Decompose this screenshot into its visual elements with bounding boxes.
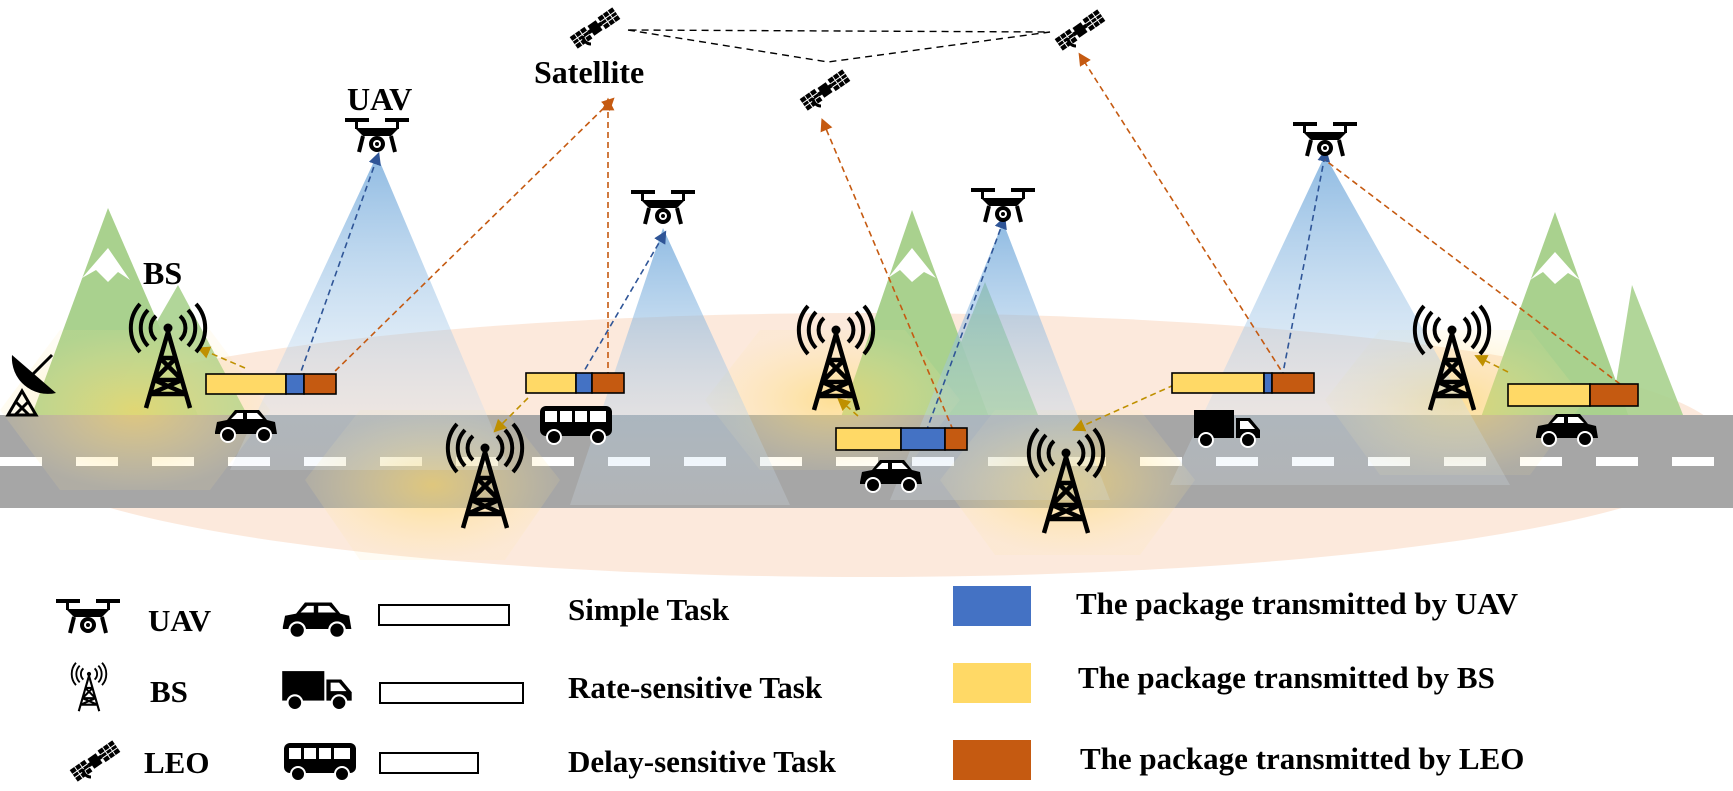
leo-package-swatch: [953, 740, 1031, 780]
legend-delay-sensitive-task: Delay-sensitive Task: [568, 744, 836, 779]
delay-sensitive-task-box: [379, 752, 479, 774]
bs-package-swatch: [953, 663, 1031, 703]
legend-uav-label: UAV: [148, 603, 212, 638]
uav-icon: [629, 188, 697, 226]
uav-label: UAV: [347, 81, 412, 117]
task-package: [835, 427, 968, 451]
legend-bs-package: The package transmitted by BS: [1078, 660, 1495, 695]
uav-icon: [54, 597, 122, 635]
satellite-icon: [68, 738, 122, 784]
satellite-label: Satellite: [534, 54, 644, 90]
satellite-icon: [1053, 7, 1107, 53]
truck-icon: [281, 670, 353, 712]
legend-rate-sensitive-task: Rate-sensitive Task: [568, 670, 823, 705]
bs-label: BS: [143, 255, 182, 291]
satellite-links: [627, 29, 1051, 63]
satellite-icon: [568, 5, 622, 51]
task-package: [1171, 372, 1315, 394]
legend-leo-package: The package transmitted by LEO: [1080, 741, 1525, 776]
simple-task-box: [378, 604, 510, 626]
uav-icon: [343, 116, 411, 154]
task-package: [205, 373, 337, 395]
uav-package-swatch: [953, 586, 1031, 626]
bs-links: [197, 346, 1509, 433]
rate-sensitive-task-box: [379, 682, 524, 704]
car-icon: [281, 601, 353, 639]
snow-caps: [82, 248, 1580, 284]
task-package: [525, 372, 625, 394]
bus-icon: [283, 742, 357, 782]
uav-icon: [969, 186, 1037, 224]
leo-links: [327, 52, 1621, 431]
legend-uav-package: The package transmitted by UAV: [1076, 586, 1519, 621]
bs-icon: [70, 661, 108, 713]
ground-station-icon: [5, 353, 57, 417]
legend-leo-label: LEO: [144, 745, 210, 780]
uav-links: [297, 148, 1331, 433]
task-package: [1507, 383, 1639, 407]
legend-simple-task: Simple Task: [568, 592, 730, 627]
uav-icon: [1291, 120, 1359, 158]
satellite-icon: [798, 67, 852, 113]
legend-bs-label: BS: [150, 674, 188, 709]
